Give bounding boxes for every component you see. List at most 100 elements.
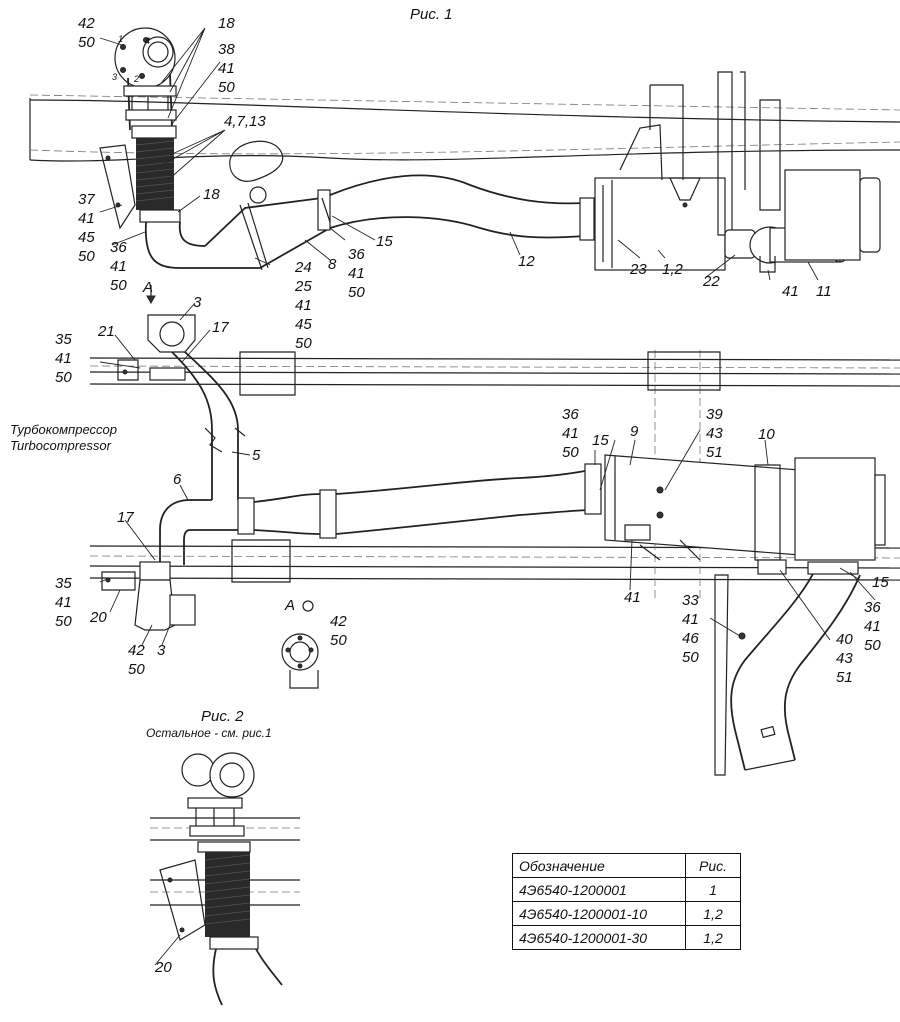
- callout-text: 50: [78, 248, 95, 265]
- callout-15-top: 15: [376, 233, 393, 250]
- fig1-pipe-8: [204, 140, 331, 271]
- callout-text: 41: [110, 258, 127, 275]
- callout-33-41-46-50: 33 41 46 50: [682, 591, 699, 667]
- header-designation: Обозначение: [512, 853, 686, 878]
- callout-text: 45: [78, 229, 95, 246]
- callout-38-41-50: 38 41 50: [218, 40, 235, 97]
- callout-text: 42: [78, 15, 95, 32]
- callout-text: 41: [864, 618, 881, 635]
- callout-text: 39: [706, 406, 723, 423]
- callout-text: 35: [55, 331, 72, 348]
- view-a-flange: [281, 600, 319, 689]
- callout-text: 41: [218, 60, 235, 77]
- callout-text: 41: [55, 594, 72, 611]
- fig2-title: Рис. 2: [201, 708, 244, 725]
- fig1-corrugated-hose: [135, 138, 175, 210]
- plan-lower-turbo-flange: [101, 561, 196, 631]
- callout-36-41-50-left: 36 41 50: [110, 238, 127, 295]
- callout-39-43-51: 39 43 51: [706, 405, 723, 462]
- fig1-title: Рис. 1: [410, 6, 453, 23]
- callout-text: 50: [110, 277, 127, 294]
- callout-15-right: 15: [872, 574, 889, 591]
- view-a-arrow: [146, 285, 156, 305]
- callout-text: 50: [330, 632, 347, 649]
- plan-pipe-6: [159, 463, 602, 565]
- callout-10: 10: [758, 426, 775, 443]
- callout-text: 41: [348, 265, 365, 282]
- callout-text: 33: [682, 592, 699, 609]
- callout-text: 41: [55, 350, 72, 367]
- callout-18-top: 18: [218, 15, 235, 32]
- callout-text: 36: [348, 246, 365, 263]
- callout-36-41-50-right: 36 41 50: [562, 405, 579, 462]
- view-a-arrow-label: А: [143, 279, 154, 296]
- fig1-downpipe: [99, 73, 206, 269]
- callout-text: 50: [348, 284, 365, 301]
- plan-pipe-5: [171, 351, 246, 500]
- callout-8: 8: [328, 256, 337, 273]
- callout-text: 41: [295, 297, 312, 314]
- callout-42-50-bot: 42 50: [128, 641, 145, 679]
- figure-cell: 1: [685, 877, 741, 902]
- figure-cell: 1,2: [685, 901, 741, 926]
- callout-text: 41: [78, 210, 95, 227]
- callout-text: 25: [295, 278, 312, 295]
- callout-23: 23: [630, 261, 647, 278]
- designation-cell: 4Э6540-1200001: [512, 877, 686, 902]
- callout-21: 21: [98, 323, 115, 340]
- callout-35-41-50-top: 35 41 50: [55, 330, 72, 387]
- fig1-frame-rail: [29, 94, 900, 162]
- callout-20-fig2: 20: [155, 959, 172, 976]
- callout-text: 50: [864, 637, 881, 654]
- callout-text: 50: [295, 335, 312, 352]
- table-header-row: Обозначение Рис.: [512, 853, 741, 878]
- callout-17-bot: 17: [117, 509, 134, 526]
- callout-text: 35: [55, 575, 72, 592]
- callout-text: 38: [218, 41, 235, 58]
- callout-42-50-top: 42 50: [78, 14, 95, 52]
- leader-lines: [99, 27, 876, 966]
- callout-text: 50: [218, 79, 235, 96]
- callout-text: 41: [562, 425, 579, 442]
- designation-cell: 4Э6540-1200001-30: [512, 925, 686, 950]
- fig2-subtitle: Остальное - см. рис.1: [146, 726, 272, 740]
- callout-text: 51: [706, 444, 723, 461]
- callout-22: 22: [703, 273, 720, 290]
- callout-text: 36: [562, 406, 579, 423]
- plan-air-cleaner: [604, 454, 886, 561]
- callout-42-50-view: 42 50: [330, 612, 347, 650]
- turbo-ru: Турбокомпрессор: [10, 422, 117, 437]
- callout-41-top: 41: [782, 283, 799, 300]
- callout-text: 50: [55, 369, 72, 386]
- callout-text: 24: [295, 259, 312, 276]
- fig1-pipe-12: [329, 174, 595, 241]
- callout-text: 50: [128, 661, 145, 678]
- callout-text: 43: [706, 425, 723, 442]
- callout-text: 50: [55, 613, 72, 630]
- figure-cell: 1,2: [685, 925, 741, 950]
- callout-3-bot: 3: [157, 642, 166, 659]
- callout-text: 41: [682, 611, 699, 628]
- header-figure: Рис.: [685, 853, 741, 878]
- callout-text: 50: [562, 444, 579, 461]
- flange-num-1: 1: [118, 34, 124, 44]
- fig2-corrugated-hose: [204, 852, 251, 937]
- callout-text: 36: [110, 239, 127, 256]
- callout-35-41-50-bot: 35 41 50: [55, 574, 72, 631]
- callout-text: 42: [330, 613, 347, 630]
- plan-upper-turbo-flange: [117, 314, 196, 381]
- callout-text: 45: [295, 316, 312, 333]
- flange-num-3: 3: [112, 72, 118, 82]
- table-row: 4Э6540-1200001 1: [512, 877, 741, 902]
- callout-text: 50: [682, 649, 699, 666]
- callout-1-2: 1,2: [662, 261, 683, 278]
- callout-text: 51: [836, 669, 853, 686]
- callout-36-41-50-far: 36 41 50: [864, 598, 881, 655]
- callout-text: 42: [128, 642, 145, 659]
- callout-9: 9: [630, 423, 639, 440]
- callout-12: 12: [518, 253, 535, 270]
- callout-11: 11: [816, 283, 832, 300]
- callout-5: 5: [252, 447, 261, 464]
- turbo-en: Turbocompressor: [10, 438, 111, 453]
